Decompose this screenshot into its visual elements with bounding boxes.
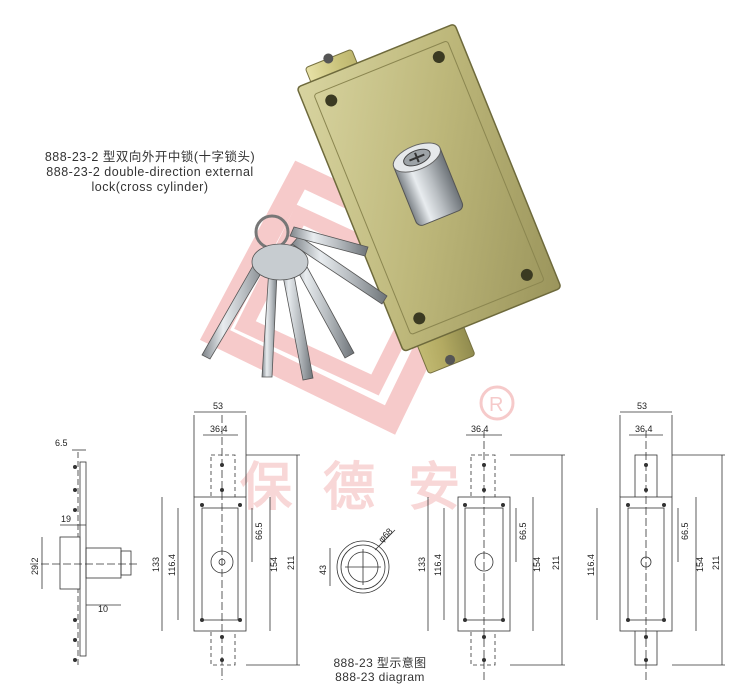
side-view-drawing <box>30 449 140 668</box>
dim-label: 154 <box>532 557 542 572</box>
dim-label: 36.4 <box>471 424 489 434</box>
model-name-en-line2: lock(cross cylinder) <box>91 180 209 194</box>
front-view-3-drawing <box>596 411 725 680</box>
model-name-en: 888-23-2 double-direction external <box>46 165 254 179</box>
model-name-cn: 888-23-2 型双向外开中锁(十字锁头) <box>44 150 256 164</box>
watermark-text-mid: 德 <box>323 457 375 518</box>
dim-label: 6.5 <box>55 438 68 448</box>
dim-label: 53 <box>637 401 647 411</box>
front-view-2-drawing <box>427 430 565 680</box>
svg-text:R: R <box>489 394 503 416</box>
dim-label: 36.4 <box>210 424 228 434</box>
watermark-text-right: 安 <box>408 457 460 518</box>
dim-label: 29.2 <box>30 557 40 575</box>
dim-label: 116.4 <box>586 554 596 576</box>
dim-label: 116.4 <box>167 554 177 576</box>
dim-label: 154 <box>695 557 705 572</box>
cylinder-detail-drawing <box>329 529 396 594</box>
lock-photo <box>297 24 561 374</box>
dim-label: 116.4 <box>433 554 443 576</box>
dim-label: 53 <box>213 401 223 411</box>
dim-label: 66.5 <box>254 522 264 540</box>
key-bunch <box>201 214 388 381</box>
dim-label: 36.4 <box>635 424 653 434</box>
dim-label: 10 <box>98 604 108 614</box>
front-view-1-drawing <box>161 411 300 680</box>
dim-label: 133 <box>151 557 161 572</box>
diagram-caption: 888-23 型示意图 888-23 diagram <box>300 656 460 684</box>
dim-label: 211 <box>286 556 296 570</box>
diagram-caption-cn: 888-23 型示意图 <box>333 656 427 670</box>
dim-label: 66.5 <box>518 522 528 540</box>
dim-label: 43 <box>318 565 328 575</box>
dim-label: 66.5 <box>680 522 690 540</box>
dim-label: 211 <box>551 556 561 570</box>
registered-mark-icon <box>479 385 515 421</box>
dim-label: 133 <box>417 557 427 572</box>
dim-label: φ68 <box>376 526 394 544</box>
dim-label: 19 <box>61 514 71 524</box>
product-caption: 888-23-2 型双向外开中锁(十字锁头) 888-23-2 double-d… <box>20 150 280 195</box>
watermark-text-left: 保 <box>240 457 293 518</box>
dim-label: 211 <box>711 556 721 570</box>
diagram-caption-en: 888-23 diagram <box>335 670 425 684</box>
dim-label: 154 <box>269 557 279 572</box>
